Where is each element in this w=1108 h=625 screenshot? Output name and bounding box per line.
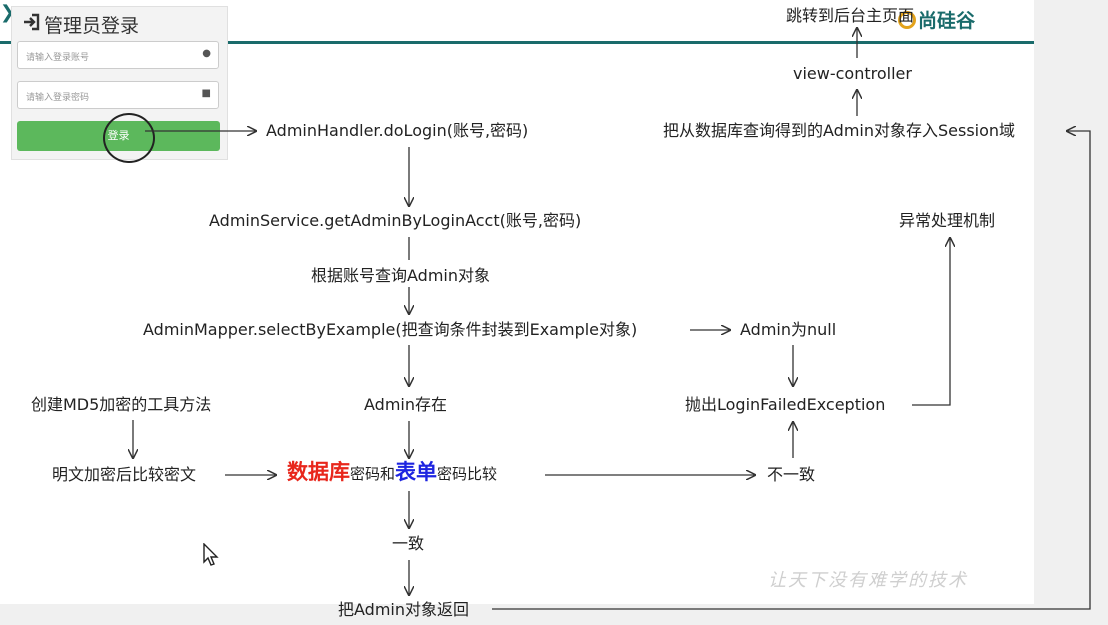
cursor-icon xyxy=(203,542,219,571)
node-encrypt-compare: 明文加密后比较密文 xyxy=(52,465,197,484)
lock-icon: ■ xyxy=(201,88,211,99)
login-icon xyxy=(22,13,40,36)
keyword-form: 表单 xyxy=(395,460,438,484)
keyword-database: 数据库 xyxy=(287,460,350,484)
node-compare: 数据库密码和表单密码比较 xyxy=(287,462,497,483)
highlight-circle xyxy=(103,113,155,163)
account-placeholder: 请输入登录账号 xyxy=(26,53,90,63)
logo-text: 尚硅谷 xyxy=(918,10,976,32)
node-admin-null: Admin为null xyxy=(740,320,837,339)
password-placeholder: 请输入登录密码 xyxy=(26,93,90,103)
node-exception-mechanism: 异常处理机制 xyxy=(899,211,996,230)
node-jump-main: 跳转到后台主页面 xyxy=(786,6,915,25)
login-title: 管理员登录 xyxy=(22,11,139,38)
compare-mid: 密码和 xyxy=(350,465,396,483)
outer-background xyxy=(1034,0,1108,625)
node-get-admin: AdminService.getAdminByLoginAcct(账号,密码) xyxy=(209,211,582,230)
node-admin-exists: Admin存在 xyxy=(364,395,447,414)
node-mismatch: 不一致 xyxy=(767,465,816,484)
password-input[interactable]: 请输入登录密码 ■ xyxy=(17,81,219,109)
node-match: 一致 xyxy=(392,534,425,553)
node-create-md5: 创建MD5加密的工具方法 xyxy=(31,395,212,414)
node-store-session: 把从数据库查询得到的Admin对象存入Session域 xyxy=(663,121,1016,140)
logo-mark-icon xyxy=(898,10,916,29)
node-return-admin: 把Admin对象返回 xyxy=(338,600,469,619)
login-panel: 管理员登录 请输入登录账号 ● 请输入登录密码 ■ 登录 xyxy=(11,6,228,163)
node-view-controller: view-controller xyxy=(793,64,912,83)
node-dologin: AdminHandler.doLogin(账号,密码) xyxy=(266,121,529,140)
login-title-text: 管理员登录 xyxy=(44,15,140,37)
logo: 尚硅谷 xyxy=(898,6,975,33)
node-throw-exception: 抛出LoginFailedException xyxy=(685,395,886,414)
account-input[interactable]: 请输入登录账号 ● xyxy=(17,41,219,69)
compare-suffix: 密码比较 xyxy=(437,465,498,483)
node-select-by-example: AdminMapper.selectByExample(把查询条件封装到Exam… xyxy=(143,320,638,339)
user-icon: ● xyxy=(202,48,211,59)
header-divider xyxy=(0,41,1034,44)
bottom-background xyxy=(0,604,1034,625)
node-query-by-account: 根据账号查询Admin对象 xyxy=(311,266,490,285)
watermark: 让天下没有难学的技术 xyxy=(768,570,968,591)
